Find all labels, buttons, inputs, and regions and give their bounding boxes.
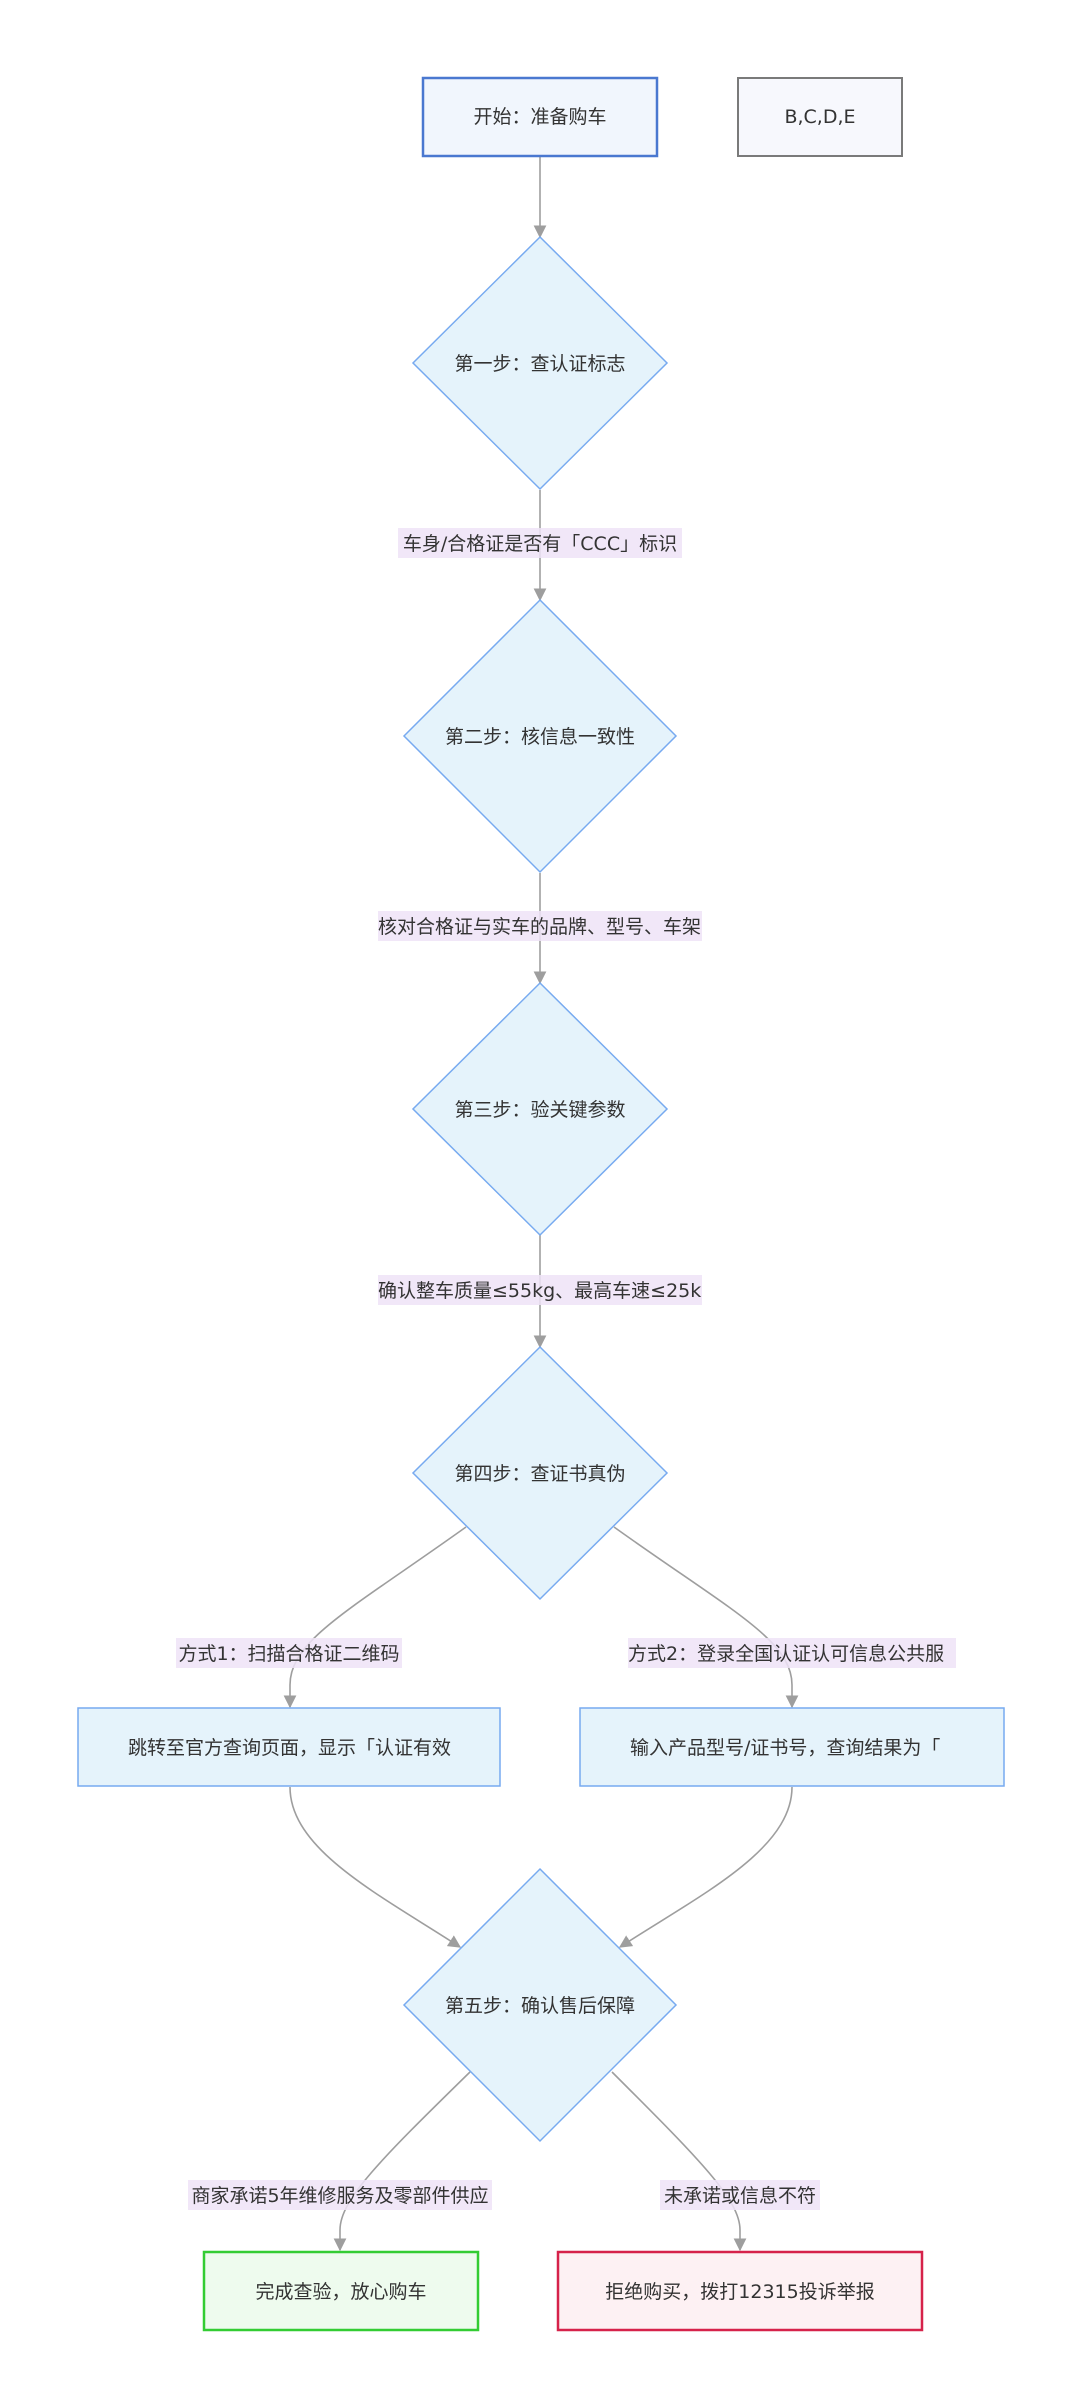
- edge-label-params: 确认整车质量≤55kg、最高车速≤25km/: [378, 1280, 727, 1302]
- edge-labels: 车身/合格证是否有「CCC」标识 核对合格证与实车的品牌、型号、车架 确认整车质…: [176, 528, 956, 2210]
- node-step4-label: 第四步：查证书真伪: [454, 1463, 625, 1485]
- edge-label-info-check: 核对合格证与实车的品牌、型号、车架: [378, 916, 701, 938]
- node-step2[interactable]: 第二步：核信息一致性: [402, 598, 678, 874]
- node-step4[interactable]: 第四步：查证书真伪: [411, 1345, 669, 1601]
- node-reject-label: 拒绝购买，拨打12315投诉举报: [605, 2281, 874, 2303]
- node-start-label: 开始：准备购车: [473, 106, 606, 128]
- node-web-result[interactable]: 输入产品型号/证书号，查询结果为「: [579, 1707, 1005, 1787]
- node-group-bcde[interactable]: B,C,D,E: [737, 77, 903, 157]
- edge-step5-reject: [611, 2071, 747, 2252]
- edge-step4-qr: [283, 1526, 467, 1709]
- node-group-label: B,C,D,E: [784, 106, 855, 128]
- edge-qr-step5: [289, 1786, 462, 1948]
- edge-web-step5: [618, 1786, 793, 1948]
- node-step1[interactable]: 第一步：查认证标志: [411, 235, 669, 491]
- node-web-result-label: 输入产品型号/证书号，查询结果为「: [630, 1737, 940, 1759]
- node-step5[interactable]: 第五步：确认售后保障: [402, 1867, 678, 2143]
- node-qr-result-label: 跳转至官方查询页面，显示「认证有效: [128, 1737, 451, 1759]
- edge-label-warranty-yes: 商家承诺5年维修服务及零部件供应: [191, 2185, 488, 2207]
- node-done-label: 完成查验，放心购车: [255, 2281, 426, 2303]
- node-done[interactable]: 完成查验，放心购车: [202, 2250, 480, 2332]
- node-step5-label: 第五步：确认售后保障: [445, 1995, 635, 2017]
- node-qr-result[interactable]: 跳转至官方查询页面，显示「认证有效: [77, 1707, 501, 1787]
- node-reject[interactable]: 拒绝购买，拨打12315投诉举报: [556, 2250, 924, 2332]
- edges: [283, 157, 799, 2252]
- node-step1-label: 第一步：查认证标志: [454, 353, 625, 375]
- edge-label-ccc: 车身/合格证是否有「CCC」标识: [403, 533, 677, 555]
- node-start[interactable]: 开始：准备购车: [421, 76, 659, 158]
- edge-label-method1: 方式1：扫描合格证二维码: [178, 1643, 399, 1665]
- edge-step5-done: [333, 2071, 471, 2252]
- edge-label-method2: 方式2：登录全国认证认可信息公共服: [628, 1643, 944, 1665]
- node-step2-label: 第二步：核信息一致性: [445, 726, 635, 748]
- node-step3[interactable]: 第三步：验关键参数: [411, 981, 669, 1237]
- edge-label-warranty-no: 未承诺或信息不符: [664, 2185, 816, 2207]
- nodes: 开始：准备购车 B,C,D,E 第一步：查认证标志 第二步：核信息一致性 第三步…: [77, 76, 1005, 2332]
- edge-step4-web: [613, 1526, 799, 1709]
- node-step3-label: 第三步：验关键参数: [454, 1099, 625, 1121]
